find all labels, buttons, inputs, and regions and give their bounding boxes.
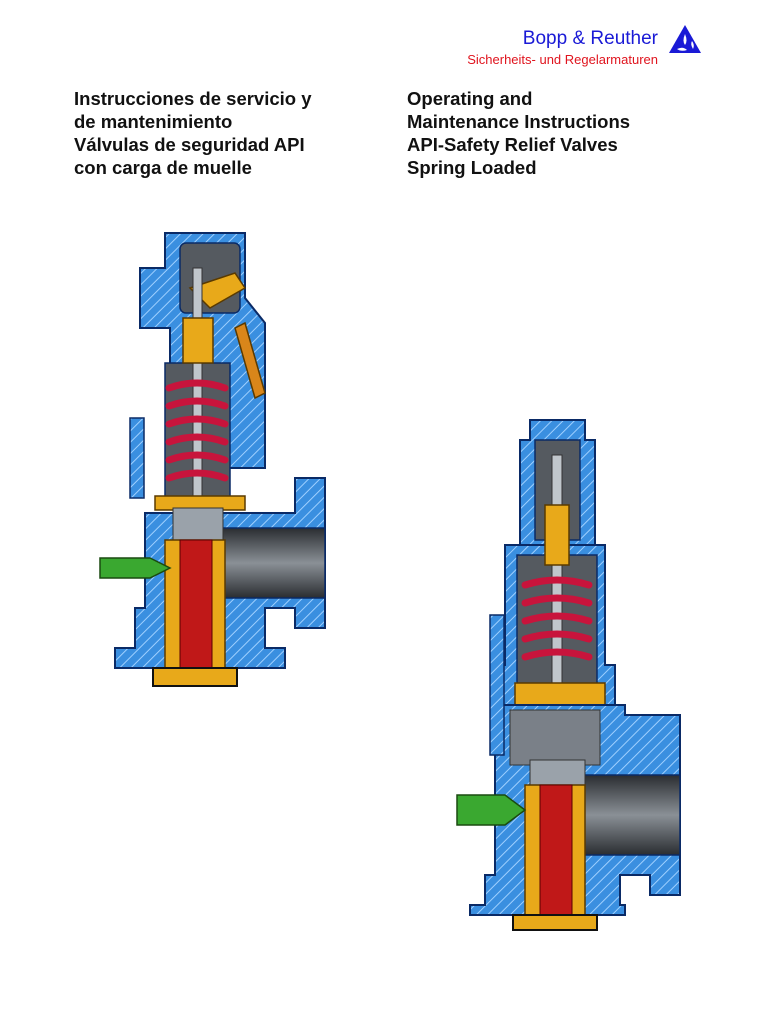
- title-english-line-2: Maintenance Instructions: [407, 111, 631, 132]
- title-spanish-line-2: de mantenimiento: [74, 111, 233, 132]
- brand-tagline: Sicherheits- und Regelarmaturen: [467, 52, 658, 67]
- title-spanish-line-4: con carga de muelle: [74, 157, 252, 178]
- brand-block: Bopp & Reuther Sicherheits- und Regelarm…: [467, 28, 658, 68]
- bopp-reuther-logo-icon: [669, 25, 701, 53]
- title-english-line-3: API-Safety Relief Valves: [407, 134, 618, 155]
- title-english-line-4: Spring Loaded: [407, 157, 537, 178]
- title-spanish: Instrucciones de servicio y de mantenimi…: [74, 87, 312, 179]
- valve-cutaway-illustration-1: [99, 232, 326, 687]
- title-spanish-line-3: Válvulas de seguridad API: [74, 134, 305, 155]
- valve-cutaway-illustration-2: [456, 419, 681, 931]
- title-spanish-line-1: Instrucciones de servicio y: [74, 88, 312, 109]
- brand-name: Bopp & Reuther: [522, 28, 658, 49]
- title-english: Operating and Maintenance Instructions A…: [407, 87, 630, 179]
- title-english-line-1: Operating and: [407, 88, 533, 109]
